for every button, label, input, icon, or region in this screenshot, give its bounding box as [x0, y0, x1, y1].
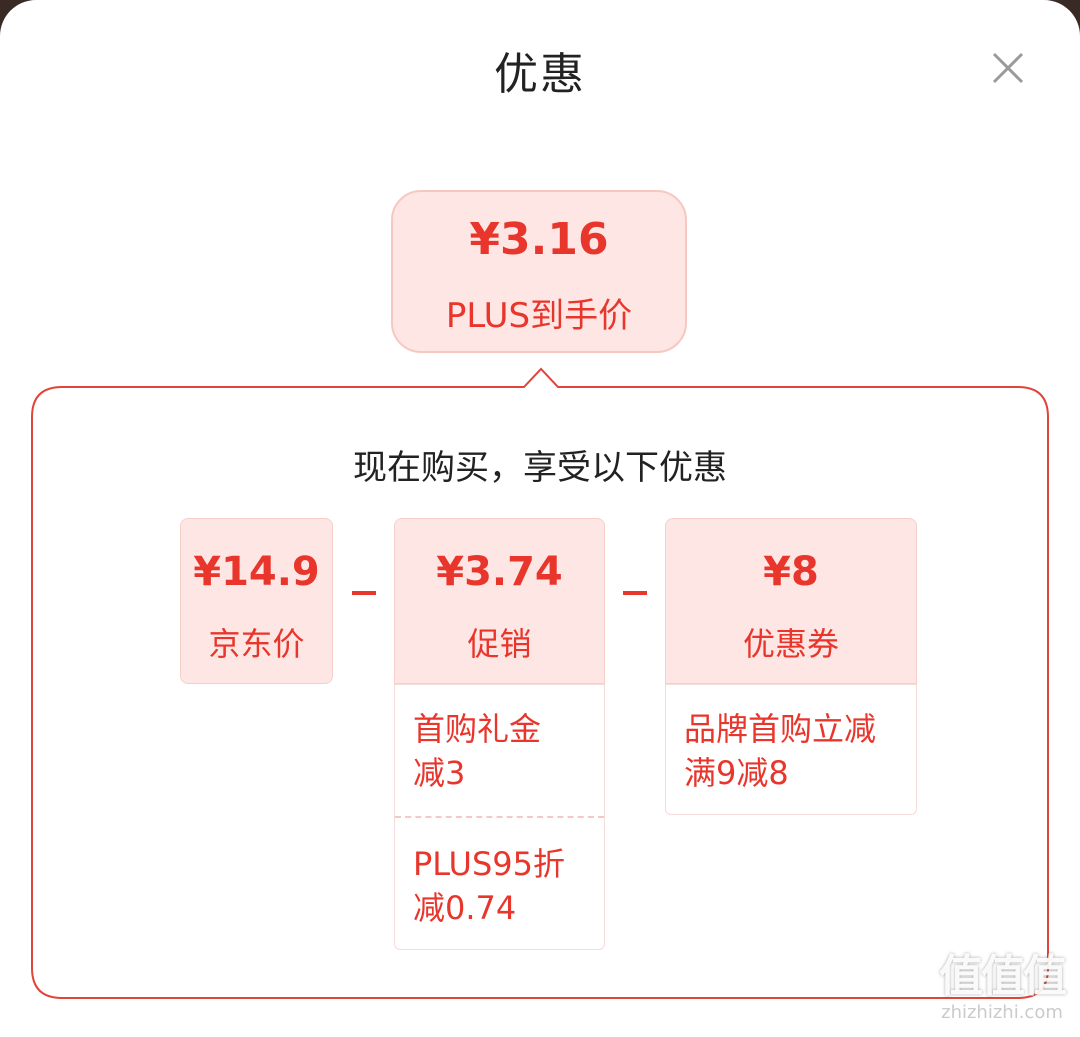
card-amount: ¥8 [763, 549, 819, 595]
final-price-amount: ¥3.16 [469, 214, 609, 265]
breakdown-subtitle: 现在购买，享受以下优惠 [353, 448, 727, 488]
minus-sign [623, 591, 647, 595]
watermark-domain: zhizhizhi.com [941, 1002, 1063, 1023]
watermark-logo: 值值值 [939, 951, 1067, 1002]
final-price-badge: ¥3.16 PLUS到手价 [391, 190, 687, 353]
final-price-label: PLUS到手价 [445, 296, 633, 336]
coupon-item-line: 满9减8 [684, 754, 789, 792]
card-amount: ¥3.74 [436, 549, 563, 595]
card-label: 优惠券 [742, 625, 839, 663]
close-button[interactable] [985, 45, 1031, 91]
promotion-item-line: PLUS95折 [413, 845, 565, 883]
dashed-divider [395, 816, 604, 818]
card-label: 促销 [467, 625, 532, 663]
minus-sign [352, 591, 376, 595]
promotion-item-line: 减0.74 [413, 889, 517, 927]
close-icon [992, 52, 1024, 84]
card-amount: ¥14.9 [193, 549, 320, 595]
card-label: 京东价 [208, 625, 305, 663]
sheet-title: 优惠 [494, 49, 586, 100]
coupon-card: ¥8 优惠券 [665, 518, 917, 684]
coupon-details: 品牌首购立减 满9减8 [665, 684, 917, 815]
jd-price-card: ¥14.9 京东价 [180, 518, 333, 684]
promotion-item-line: 首购礼金 [413, 710, 542, 748]
promotion-details: 首购礼金 减3 PLUS95折 减0.74 [394, 684, 605, 950]
promotion-item-line: 减3 [413, 754, 466, 792]
coupon-item-line: 品牌首购立减 [684, 710, 877, 748]
promotion-card: ¥3.74 促销 [394, 518, 605, 684]
watermark: 值值值 zhizhizhi.com [928, 951, 1076, 1024]
